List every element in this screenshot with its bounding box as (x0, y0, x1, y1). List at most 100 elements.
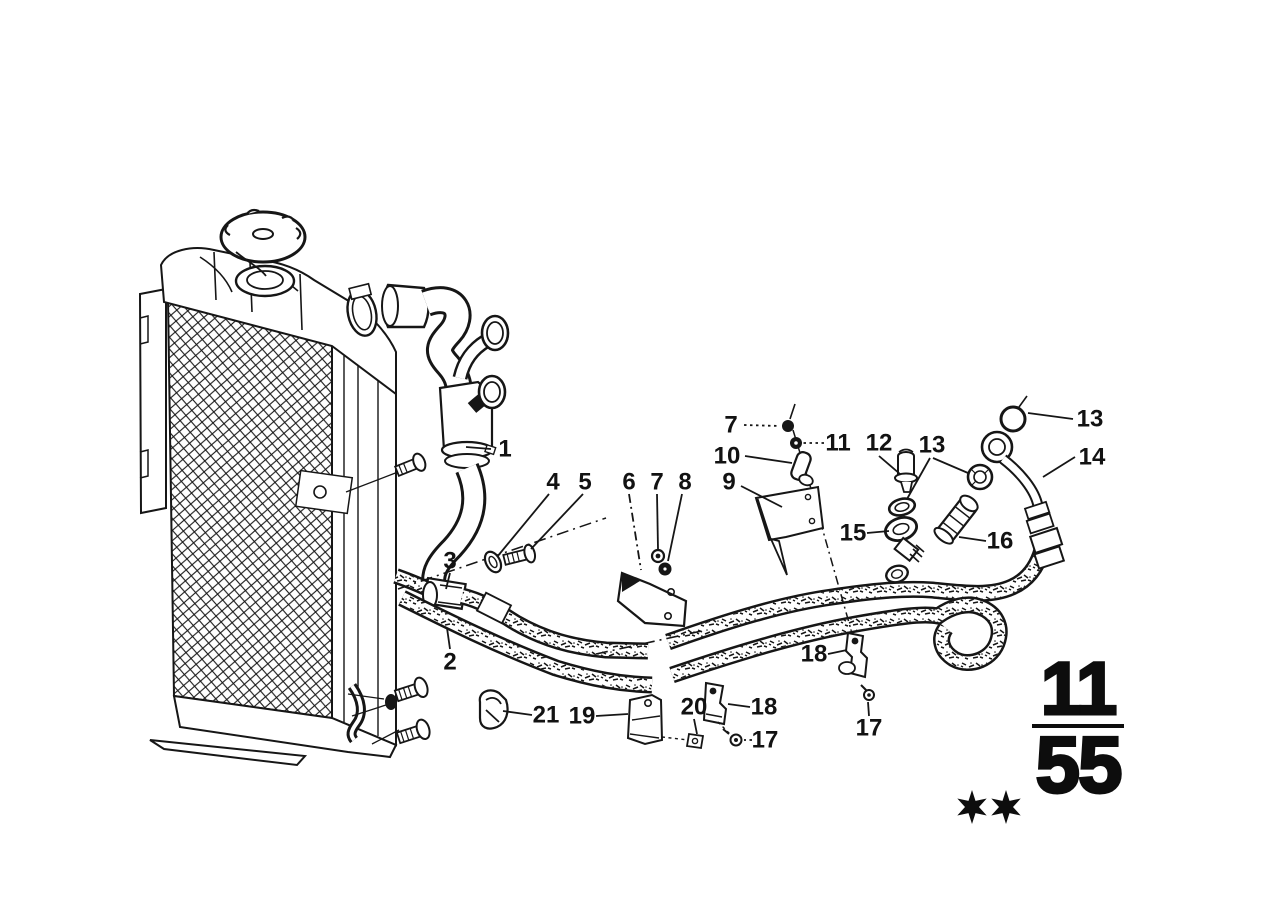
bolt-icon (395, 718, 431, 745)
pipe-clip (685, 732, 705, 750)
callout-label[interactable]: 8 (678, 469, 691, 496)
callout-leader-line (595, 713, 629, 717)
callout-leader-line (866, 530, 890, 534)
spacer-sleeve (790, 451, 814, 487)
callout-label[interactable]: 1 (498, 436, 511, 463)
callout-leader-line (445, 572, 451, 590)
sealing-washer (887, 497, 917, 517)
nut-icon (650, 548, 666, 564)
lower-pipe-left (398, 590, 653, 694)
callout-label[interactable]: 4 (546, 469, 560, 496)
hose-union (1023, 500, 1066, 570)
water-outlet-housing (438, 314, 510, 458)
pipe-brackets (345, 452, 875, 750)
callout-label[interactable]: 10 (714, 443, 741, 470)
callout-label[interactable]: 2 (443, 649, 456, 676)
hose-clamp-icon (346, 282, 378, 337)
callout-label[interactable]: 16 (987, 528, 1014, 555)
footnote-stars (957, 790, 1021, 824)
section-number: 11 (1041, 647, 1116, 730)
outlet-flange (440, 440, 497, 469)
callout-leader-line (446, 627, 451, 650)
callout-leader-line (743, 424, 781, 427)
banjo-bolt (884, 516, 925, 584)
drain-hose (346, 683, 366, 744)
callout-label[interactable]: 13 (919, 432, 946, 459)
callout-label[interactable]: 6 (622, 469, 635, 496)
plug-fitting (933, 494, 979, 545)
frame-plate (294, 469, 354, 515)
cooler-pipes (393, 547, 1051, 694)
bolt-icon (860, 684, 875, 701)
callout-label[interactable]: 15 (840, 520, 867, 547)
radiator-bottom-tank (149, 694, 398, 767)
callout-label[interactable]: 5 (578, 469, 591, 496)
callout-leader-line (530, 493, 584, 550)
callout-label[interactable]: 13 (1077, 406, 1104, 433)
callout-label[interactable]: 21 (533, 702, 560, 729)
star-icon (957, 790, 987, 824)
return-hose-assembly (980, 395, 1066, 570)
radiator-side-frame (331, 342, 397, 747)
nut-icon (658, 562, 672, 576)
support-bracket (616, 571, 688, 628)
nipple-fitting (894, 448, 918, 493)
top-hose-assembly (346, 282, 510, 587)
radiator-core (166, 298, 333, 720)
mount-hardware (397, 403, 856, 645)
callout-label[interactable]: 17 (752, 727, 779, 754)
filler-neck (234, 264, 299, 298)
snap-ring (999, 395, 1028, 433)
sealing-washer (966, 463, 994, 491)
radiator-left-bracket (138, 287, 167, 515)
callout-label[interactable]: 11 (825, 430, 850, 457)
washer-icon (385, 694, 397, 710)
pipe-bracket (626, 693, 664, 746)
callout-leader-line (744, 455, 793, 464)
callout-label[interactable]: 3 (443, 548, 456, 575)
callout-leader-line (693, 718, 698, 735)
callout-leader-line (628, 493, 642, 571)
callout-leader-line (496, 493, 550, 558)
bolt-icon (782, 403, 796, 432)
banjo-fitting (980, 430, 1014, 464)
callout-leader-line (465, 446, 492, 450)
callout-label[interactable]: 12 (866, 430, 893, 457)
callout-label[interactable]: 9 (722, 469, 735, 496)
callout-label[interactable]: 17 (856, 715, 883, 742)
callout-leader-line (727, 703, 751, 708)
callout-label[interactable]: 14 (1079, 444, 1106, 471)
radiator-cap (219, 208, 307, 277)
heat-shield-plate (754, 485, 825, 576)
callout-label[interactable]: 18 (801, 641, 828, 668)
rubber-clamp (478, 689, 509, 730)
callout-leader-line (1027, 412, 1074, 420)
nut-icon (790, 437, 802, 449)
bolt-icon (722, 728, 743, 747)
upper-pipe-right (665, 547, 1051, 651)
callout-leader-line (656, 493, 659, 550)
callout-label[interactable]: 7 (650, 469, 663, 496)
callout-leader-line (932, 457, 969, 474)
radiator (138, 208, 398, 767)
callout-label[interactable]: 18 (751, 694, 778, 721)
page-reference: 11 55 (957, 646, 1125, 824)
hose-stub (381, 283, 430, 329)
upper-pipe-left (459, 587, 649, 660)
callout-leader-line (878, 455, 901, 475)
callout-leader-line (906, 457, 931, 500)
callout-leader-line (1042, 456, 1076, 478)
callout-leader-line (958, 536, 987, 542)
callout-leader-line (740, 485, 783, 508)
lower-pipe-right (669, 596, 1008, 684)
callout-label[interactable]: 7 (724, 412, 737, 439)
callout-leader-line (667, 493, 683, 562)
callout-label[interactable]: 19 (569, 703, 596, 730)
fraction-divider (1032, 724, 1124, 728)
callout-label[interactable]: 20 (681, 694, 708, 721)
subsection-number: 55 (1036, 720, 1121, 809)
pipe-bracket (702, 681, 728, 726)
